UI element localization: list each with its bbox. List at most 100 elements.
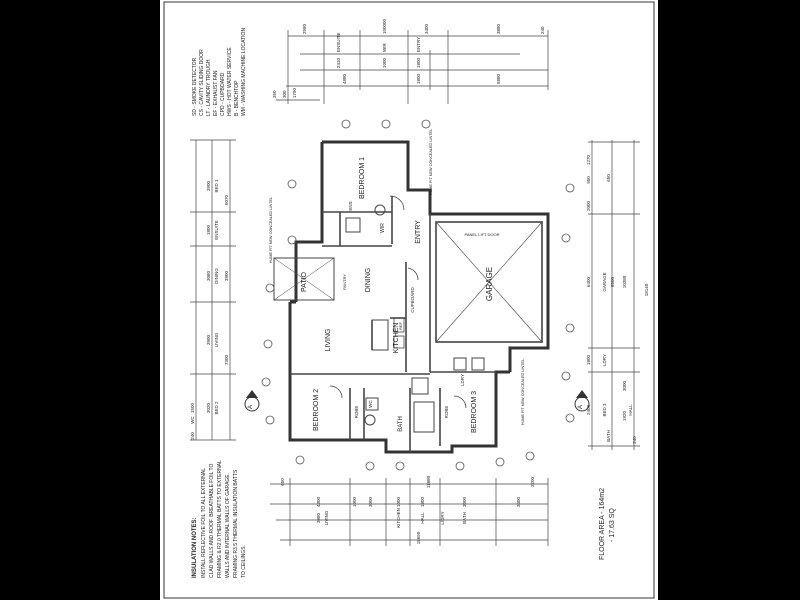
- dimension-label: BED 2: [214, 401, 219, 415]
- dimension-label: 6400: [586, 276, 591, 287]
- dimension-label: 240: [190, 432, 195, 440]
- room-label-living: LIVING: [325, 329, 332, 352]
- note-lintel: HUME FIT NEW CONCEALED LINTEL: [269, 197, 273, 263]
- insulation-line: WALLS AND INTERNAL WALLS OF GARAGE.: [225, 473, 231, 578]
- dimension-label: 18140: [644, 283, 649, 296]
- legend-line: WM - WASHING MACHINE LOCATION: [241, 28, 247, 116]
- section-marker-left-label: A: [248, 405, 254, 409]
- dimension-label: 2000: [586, 200, 591, 211]
- dimension-label: 1500: [190, 402, 195, 413]
- dimension-label: 3020: [206, 402, 211, 413]
- note-lintel: HUME FIT NEW CONCEALED LINTEL: [521, 359, 525, 425]
- dimension-label: 8500: [610, 276, 615, 287]
- room-label-kitchen: KITCHEN: [393, 323, 400, 354]
- section-marker-right: [574, 390, 590, 412]
- dimension-label: L/DRY: [440, 511, 445, 524]
- dimension-label: 1790: [292, 87, 297, 98]
- dimension-label: 950: [586, 176, 591, 184]
- dimension-label: 2580: [302, 23, 307, 34]
- dimension-label: BATH: [462, 512, 467, 524]
- note-lintel: HUME FIT NEW CONCEALED LINTEL: [429, 129, 433, 195]
- dimension-label: 3980: [316, 512, 321, 523]
- dimension-label: 1000: [352, 496, 357, 507]
- room-label-ldry: LDRY: [460, 374, 465, 386]
- insulation-line: FRAMING & R2.0 THERMAL BATTS TO EXTERNAL: [217, 460, 223, 578]
- dimension-label: ENSUITE: [336, 32, 341, 52]
- dims-right: 1270 650 950 2000 6400 GARAGE 8500 10380…: [586, 154, 649, 443]
- dimension-label: 300: [282, 90, 287, 98]
- dimension-label: 15650: [416, 531, 421, 544]
- dimension-label: 100000: [382, 18, 387, 34]
- dimension-label: 240: [540, 26, 545, 34]
- room-label-bedroom1: BEDROOM 1: [359, 157, 366, 199]
- room-label-ref: REF: [398, 321, 403, 330]
- room-label-dining: DINING: [365, 268, 372, 293]
- floor-area: FLOOR AREA - 164m2 - 17.63 SQ: [599, 488, 616, 560]
- dimension-label: HALL: [420, 512, 425, 524]
- room-label-robe-2: ROBE: [444, 406, 449, 419]
- room-label-entry: ENTRY: [415, 220, 422, 244]
- room-label-ensuite: ENS: [348, 201, 353, 210]
- insulation-notes: INSULATION NOTES: INSTALL REFLECTIVE FOI…: [192, 460, 247, 578]
- insulation-title: INSULATION NOTES:: [192, 517, 198, 578]
- dimension-label: 1000: [382, 57, 387, 68]
- legend-line: CPD - CUPBOARD: [220, 72, 226, 116]
- legend-line: SD - SMOKE DETECTOR: [192, 57, 198, 116]
- dimension-label: 7300: [224, 354, 229, 365]
- insulation-line: FRAMING R3.5 THERMAL INSULATION BATTS: [233, 469, 239, 578]
- room-label-garage: GARAGE: [485, 267, 494, 301]
- dimension-label: 6070: [224, 194, 229, 205]
- dimension-label: DINING: [214, 268, 219, 284]
- dimension-label: HALL: [628, 404, 633, 416]
- dimension-label: 240: [632, 436, 637, 444]
- dimension-label: 3900: [224, 270, 229, 281]
- dimension-label: 1920: [622, 410, 627, 421]
- legend-line: CS - CAVITY SLIDING DOOR: [199, 49, 205, 116]
- legend: SD - SMOKE DETECTOR CS - CAVITY SLIDING …: [192, 28, 247, 116]
- dimension-label: 3000: [622, 380, 627, 391]
- room-label-wc: WC: [368, 400, 373, 408]
- dimension-label: ENTRY: [416, 37, 421, 52]
- dimension-label: 10380: [622, 275, 627, 288]
- dimension-label: 1800: [420, 496, 425, 507]
- dimension-label: 4880: [342, 73, 347, 84]
- paper-border: [163, 1, 655, 599]
- room-label-robe: ROBE: [354, 406, 359, 419]
- dimension-label: ENSUITE: [214, 220, 219, 240]
- room-label-pantry: PANTRY: [342, 274, 347, 290]
- section-marker-right-label: A: [578, 405, 584, 409]
- grid-bubbles: [261, 119, 575, 471]
- dimension-label: 3400: [424, 23, 429, 34]
- legend-line: HWS - HOT WATER SERVICE: [227, 47, 233, 116]
- dimension-label: 1800: [206, 224, 211, 235]
- room-label-patio: PATIO: [301, 271, 308, 292]
- room-label-bedroom2: BEDROOM 2: [313, 389, 320, 431]
- dimension-label: LIVING: [214, 332, 219, 347]
- legend-line: LT - LAUNDRY TROUGH: [206, 59, 212, 116]
- dimension-label: 4300: [316, 496, 321, 507]
- dimension-label: 11880: [426, 475, 431, 488]
- dimension-label: BED 1: [214, 179, 219, 193]
- dimension-label: 3900: [206, 334, 211, 345]
- dimension-label: 5880: [496, 73, 501, 84]
- dimension-label: BED 3: [602, 403, 607, 417]
- room-label-bedroom3: BEDROOM 3: [471, 391, 478, 433]
- inner-walls: [273, 195, 543, 452]
- dims-bottom: 11880 2200 650 4300 1000 3000 1000 1800 …: [280, 475, 535, 544]
- dimension-label: 3400: [516, 496, 521, 507]
- legend-line: EF - EXHAUST FAN: [213, 70, 219, 116]
- dimension-label: BATH: [606, 430, 611, 442]
- dimension-label: KITCHEN: [396, 508, 401, 528]
- dimension-label: 350: [272, 90, 277, 98]
- dimension-label: 1800: [416, 73, 421, 84]
- dimension-label: 650: [606, 174, 611, 182]
- floor-area-line2: - 17.63 SQ: [609, 508, 616, 542]
- dimension-label: LDRY: [602, 354, 607, 366]
- dimension-label: GARAGE: [602, 272, 607, 291]
- dimension-label: 650: [280, 478, 285, 486]
- dimension-label: 3900: [206, 180, 211, 191]
- dimension-label: 3000: [462, 496, 467, 507]
- dimension-lines: [190, 30, 640, 546]
